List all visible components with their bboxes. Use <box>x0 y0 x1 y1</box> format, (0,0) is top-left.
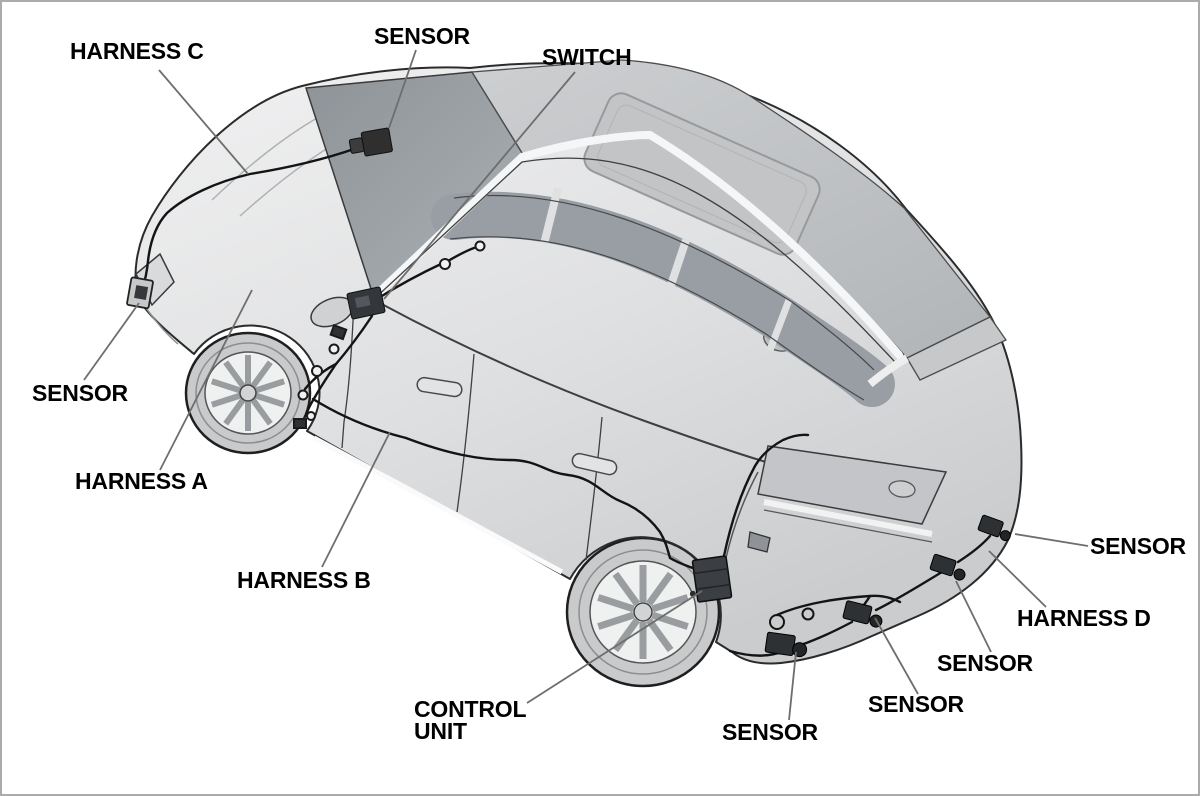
liftgate-garnish <box>763 499 933 537</box>
switch-component <box>346 286 386 320</box>
rear-bumper-sensor-1 <box>764 631 808 658</box>
d-pillar-highlight <box>867 354 909 388</box>
rear-bumper-sensor-3 <box>929 553 966 581</box>
leader-sensor-rear-center <box>874 617 919 695</box>
leader-sensor-top <box>388 49 417 129</box>
roofline-edge <box>371 157 896 363</box>
leader-switch <box>383 71 576 300</box>
label-harness-a: HARNESS A <box>75 468 208 494</box>
label-sensor-front: SENSOR <box>32 380 128 406</box>
front-wheel <box>184 331 312 455</box>
leader-lines <box>83 49 1089 721</box>
liftgate-wire <box>722 433 810 558</box>
leader-harness-d <box>988 550 1047 608</box>
label-sensor-rear-top: SENSOR <box>1090 533 1186 559</box>
label-control-unit: CONTROL UNIT <box>414 696 527 744</box>
label-sensor-rear-center: SENSOR <box>868 691 964 717</box>
leader-control-unit <box>526 590 703 704</box>
door-seams <box>341 301 767 561</box>
door-handles <box>416 376 618 476</box>
leader-harness-c <box>158 69 249 175</box>
liftgate-side-crease <box>725 471 759 559</box>
label-sensor-rear-left: SENSOR <box>722 719 818 745</box>
taillight <box>747 531 771 553</box>
label-harness-d: HARNESS D <box>1017 605 1151 631</box>
leader-harness-b <box>321 431 391 568</box>
liftgate-garnish-edge <box>763 509 933 543</box>
leader-harness-a <box>159 289 253 471</box>
rear-spoiler <box>906 316 1007 381</box>
rear-wheel <box>565 536 721 688</box>
label-sensor-rear-right: SENSOR <box>937 650 1033 676</box>
leader-sensor-front <box>83 302 140 381</box>
harness-a-connectors <box>293 240 486 429</box>
leader-sensor-rear-left <box>788 651 797 721</box>
rear-glass <box>757 445 948 525</box>
side-glass-band <box>431 187 895 407</box>
control-unit-component <box>689 555 733 603</box>
harness-b-wire <box>404 436 700 572</box>
label-harness-b: HARNESS B <box>237 567 371 593</box>
rear-logo <box>888 480 916 498</box>
label-switch: SWITCH <box>542 44 632 70</box>
label-sensor-top: SENSOR <box>374 23 470 49</box>
hood-sensor-component <box>348 127 393 157</box>
sill-highlight <box>312 435 564 575</box>
front-bumper-sensor-component <box>126 276 154 310</box>
label-harness-c: HARNESS C <box>70 38 204 64</box>
a-pillar-highlight <box>372 130 903 359</box>
leader-sensor-rear-top <box>1014 533 1089 547</box>
leader-sensor-rear-right <box>955 580 992 653</box>
harness-c-wire <box>140 147 356 292</box>
rear-bumper-sensor-4 <box>977 514 1011 542</box>
